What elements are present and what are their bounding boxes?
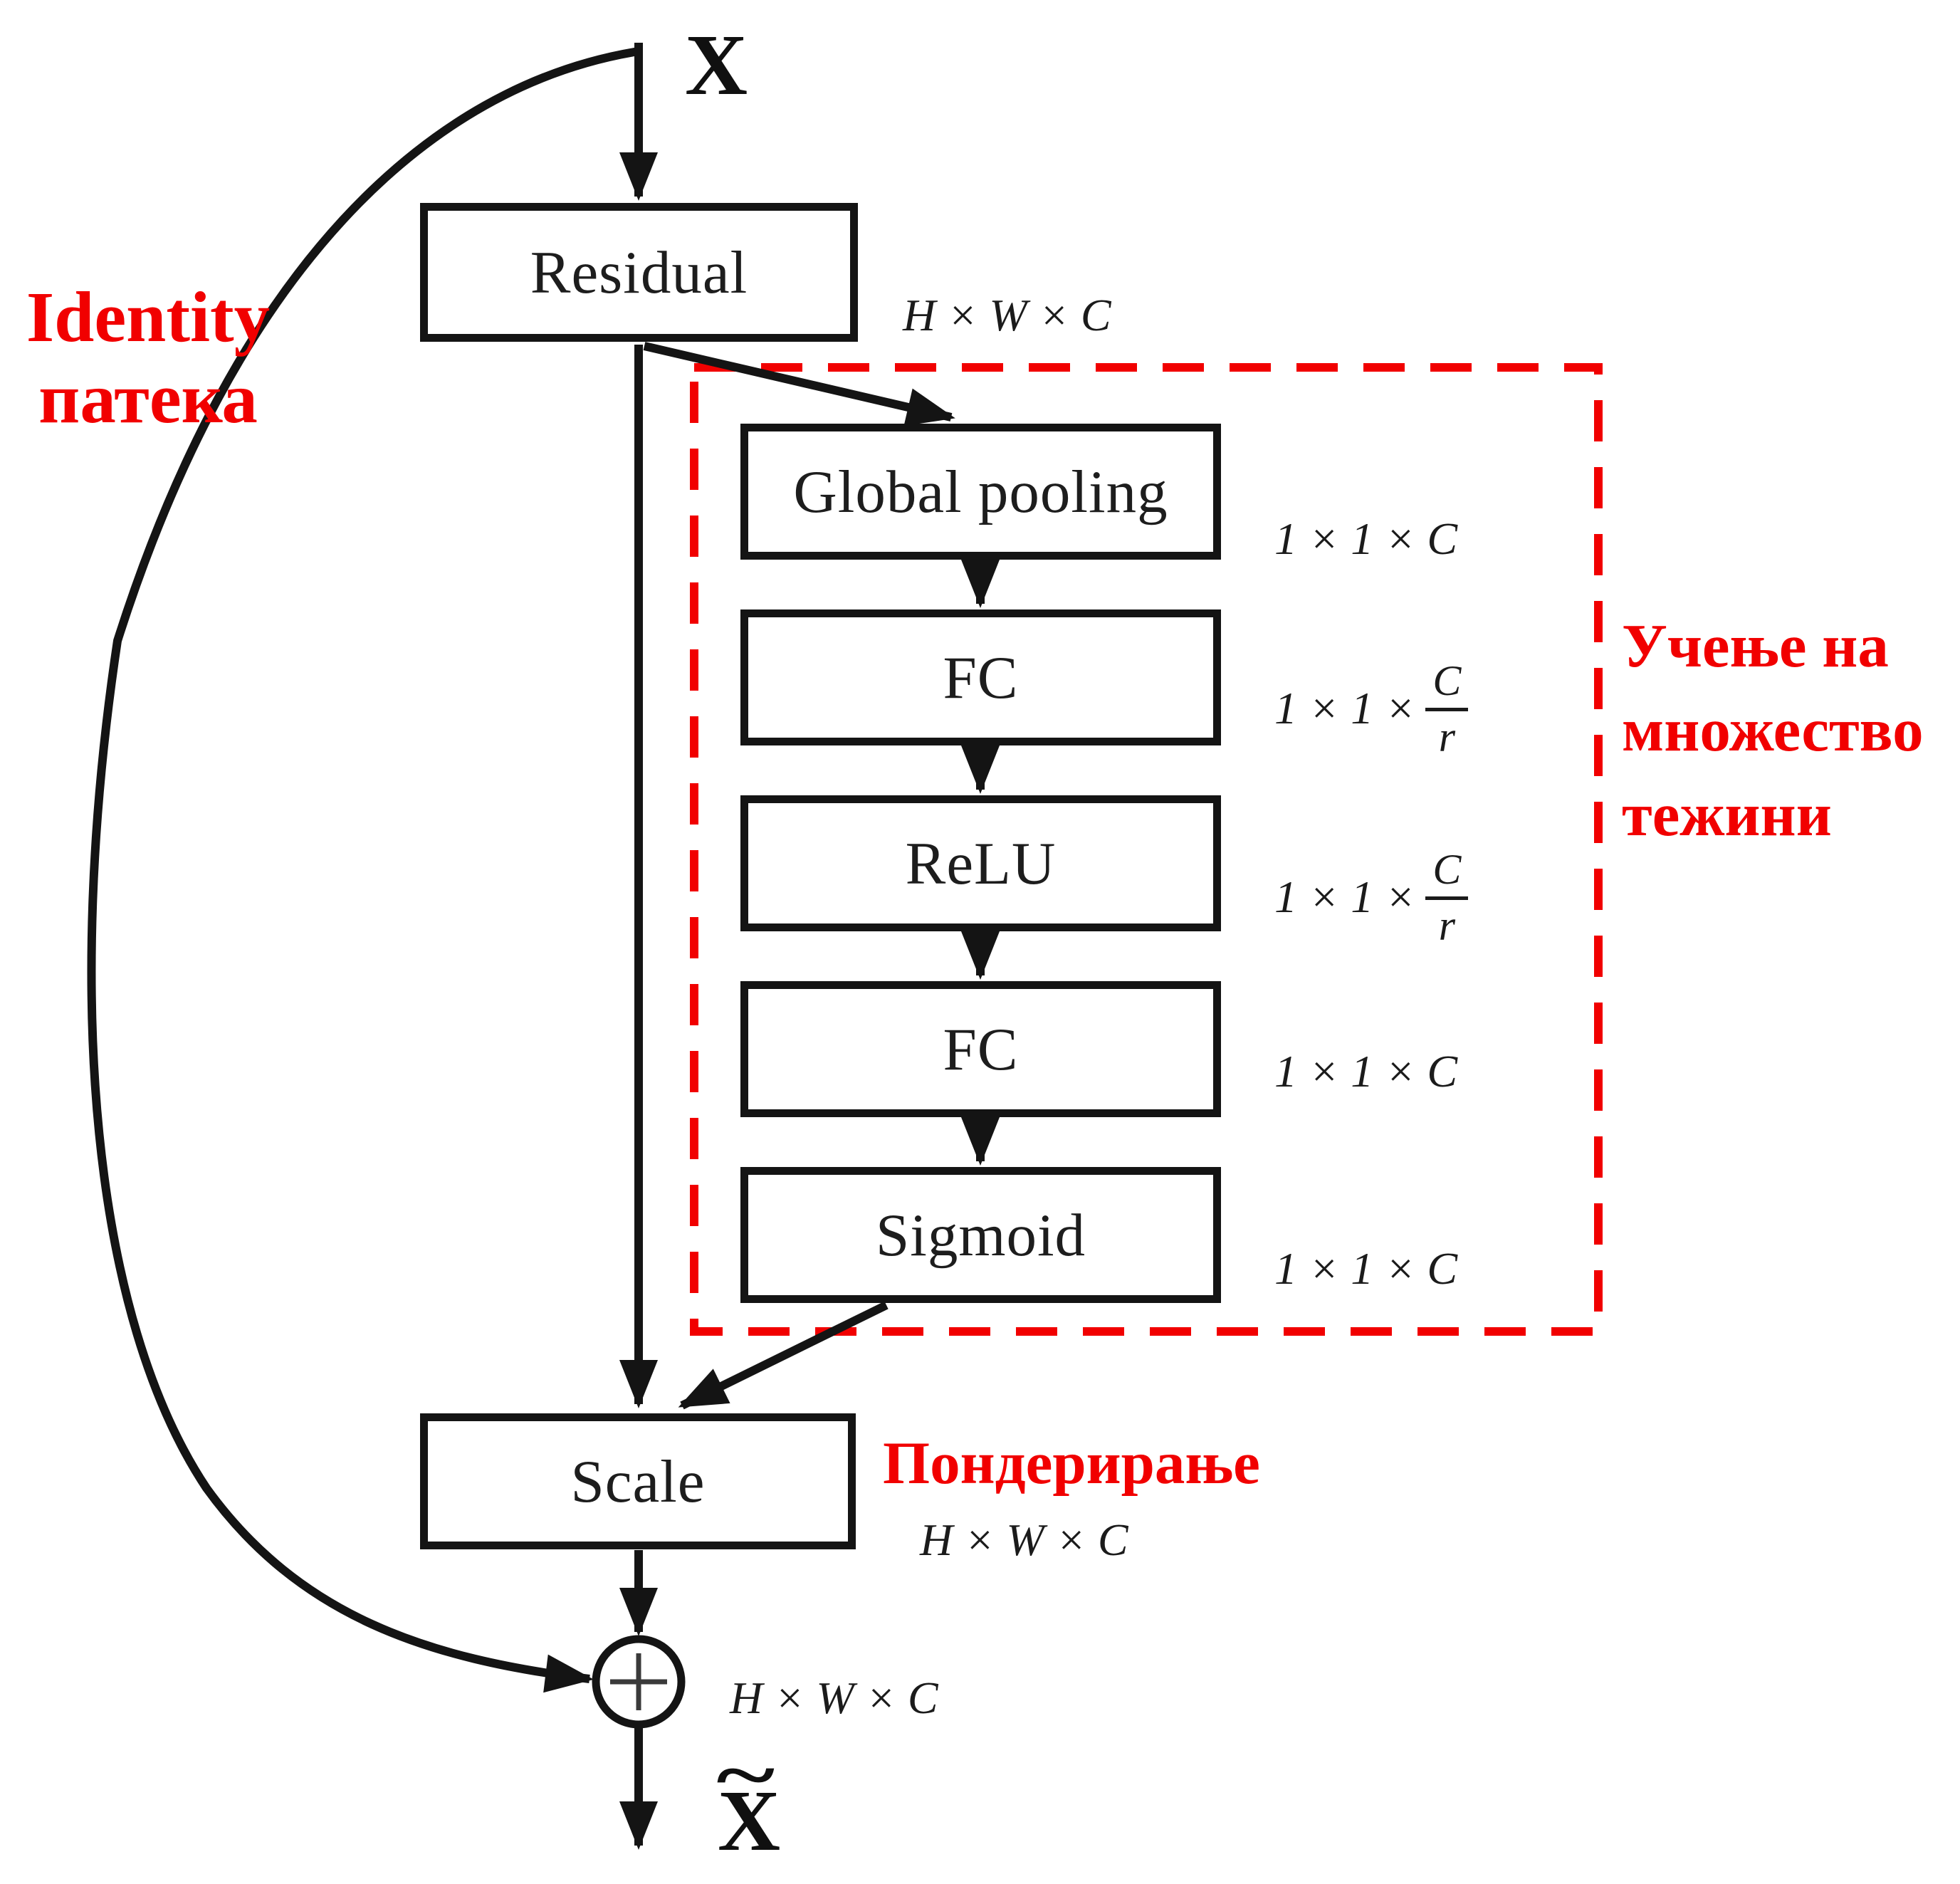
- scale-dim-label: H × W × C: [920, 1514, 1128, 1565]
- global-pooling-label: Global pooling: [793, 458, 1168, 525]
- relu-dim-denominator: r: [1438, 901, 1456, 949]
- global-pooling-box: Global pooling: [740, 424, 1221, 560]
- fc2-label: FC: [943, 1015, 1019, 1083]
- output-label-base: X: [718, 1773, 781, 1869]
- output-label: ~ X: [716, 1733, 781, 1871]
- residual-to-pooling-arrow: [643, 342, 955, 426]
- relu-dim-label: 1 × 1 × C r: [1274, 833, 1469, 961]
- sigmoid-dim-label: 1 × 1 × C: [1274, 1243, 1458, 1294]
- relu-label: ReLU: [905, 830, 1057, 897]
- identity-annotation-line1: Identity: [26, 277, 271, 357]
- residual-dim-label: H × W × C: [903, 290, 1111, 340]
- identity-annotation-line2: патека: [38, 358, 258, 439]
- fc1-dim-denominator: r: [1438, 713, 1456, 760]
- identity-path-annotation: Identity патека: [20, 276, 276, 439]
- sum-dim-label: H × W × C: [730, 1673, 938, 1723]
- learning-annotation-line1: Учење на: [1622, 611, 1889, 680]
- residual-label: Residual: [530, 239, 748, 306]
- scale-label: Scale: [570, 1448, 706, 1515]
- fc1-label: FC: [943, 644, 1019, 711]
- plus-icon: [610, 1653, 667, 1710]
- relu-dim-prefix: 1 × 1 ×: [1274, 872, 1416, 922]
- sigmoid-to-scale-arrow: [678, 1301, 889, 1410]
- fc2-dim-label: 1 × 1 × C: [1274, 1046, 1458, 1097]
- sigmoid-box: Sigmoid: [740, 1167, 1221, 1303]
- tilde-accent: ~: [716, 1733, 775, 1816]
- fc1-box: FC: [740, 609, 1221, 745]
- sigmoid-label: Sigmoid: [875, 1201, 1086, 1269]
- residual-box: Residual: [420, 203, 858, 342]
- fc1-dim-prefix: 1 × 1 ×: [1274, 683, 1416, 733]
- learning-annotation-line3: тежини: [1622, 779, 1832, 849]
- relu-dim-fraction: C r: [1425, 848, 1469, 949]
- scale-box: Scale: [420, 1413, 856, 1549]
- fc1-dim-label: 1 × 1 × C r: [1274, 644, 1469, 773]
- relu-dim-numerator: C: [1425, 848, 1469, 900]
- weighting-annotation: Пондерирање: [883, 1430, 1260, 1497]
- fc1-dim-numerator: C: [1425, 659, 1469, 711]
- weight-learning-annotation: Учење на множество тежини: [1622, 604, 1924, 857]
- fc1-dim-fraction: C r: [1425, 659, 1469, 760]
- fc2-box: FC: [740, 981, 1221, 1117]
- global-pooling-dim-label: 1 × 1 × C: [1274, 513, 1458, 564]
- identity-path-arrow: [87, 47, 639, 1693]
- relu-box: ReLU: [740, 795, 1221, 931]
- learning-annotation-line2: множество: [1622, 695, 1924, 765]
- input-label: X: [685, 17, 748, 113]
